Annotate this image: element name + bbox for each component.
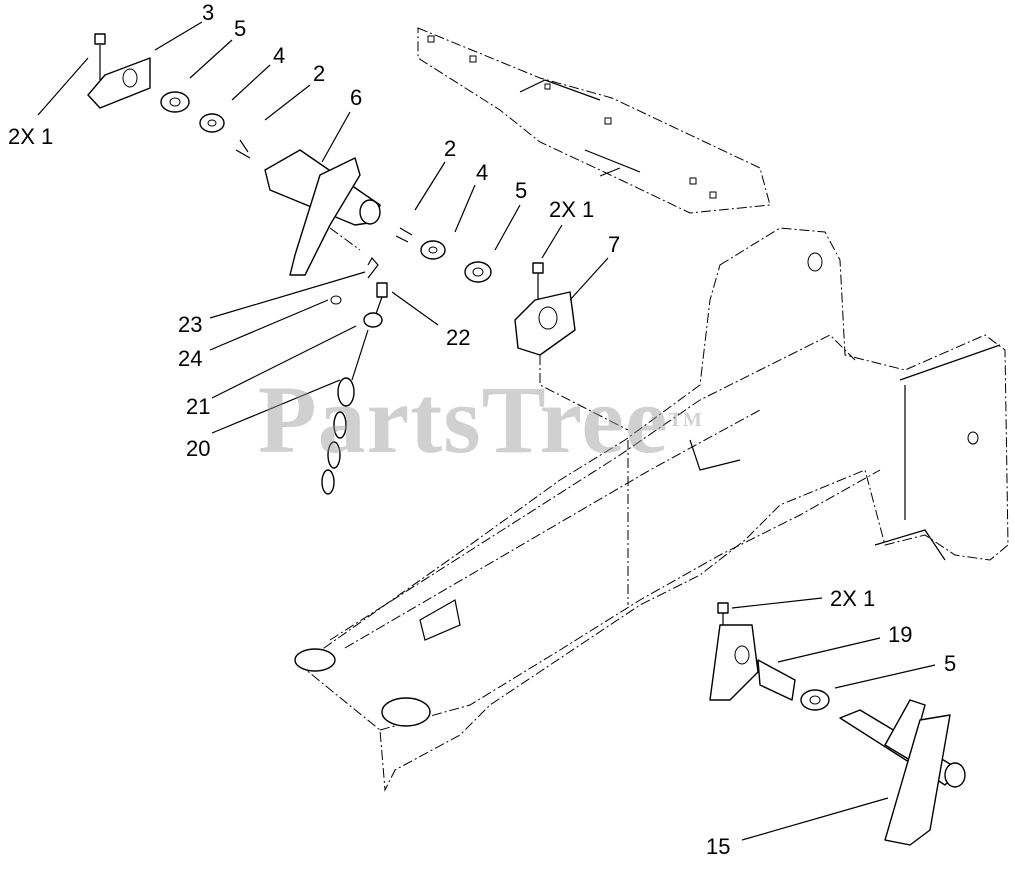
label-pivot-arm-upper: 6 — [350, 85, 363, 110]
label-bracket-center: 7 — [608, 232, 621, 257]
watermark: PartsTreeTM — [258, 366, 703, 473]
label-washer-center: 4 — [476, 160, 489, 185]
label-washer-small: 24 — [178, 346, 203, 371]
frame — [294, 227, 1009, 792]
label-pivot-arm-lower: 15 — [706, 834, 731, 859]
label-clip-center: 2 — [444, 136, 457, 161]
watermark-trademark: TM — [668, 409, 703, 431]
label-bushing-lower-right: 5 — [944, 651, 957, 676]
label-pin: 22 — [446, 325, 471, 350]
label-washer-top-left: 4 — [273, 43, 286, 68]
center-hardware — [395, 227, 629, 431]
upper-pivot-assembly — [87, 33, 381, 276]
label-clip-top-left: 2 — [313, 61, 326, 86]
label-hairpin: 23 — [178, 312, 203, 337]
label-bushing-center: 5 — [515, 178, 528, 203]
label-bracket-lower-right: 19 — [888, 622, 913, 647]
deck-plate — [417, 27, 771, 214]
lower-pivot-assembly — [709, 602, 966, 846]
chain-assembly — [321, 256, 388, 495]
label-bolt-top-left: 2X 1 — [8, 124, 54, 149]
leader-lines — [37, 21, 936, 841]
label-bracket-top-left: 3 — [202, 0, 215, 25]
label-bolt-center: 2X 1 — [549, 197, 595, 222]
label-pin-clip: 21 — [186, 394, 211, 419]
label-bolt-lower-right: 2X 1 — [830, 586, 876, 611]
label-chain: 20 — [186, 436, 211, 461]
label-bushing-top-left: 5 — [234, 16, 247, 41]
